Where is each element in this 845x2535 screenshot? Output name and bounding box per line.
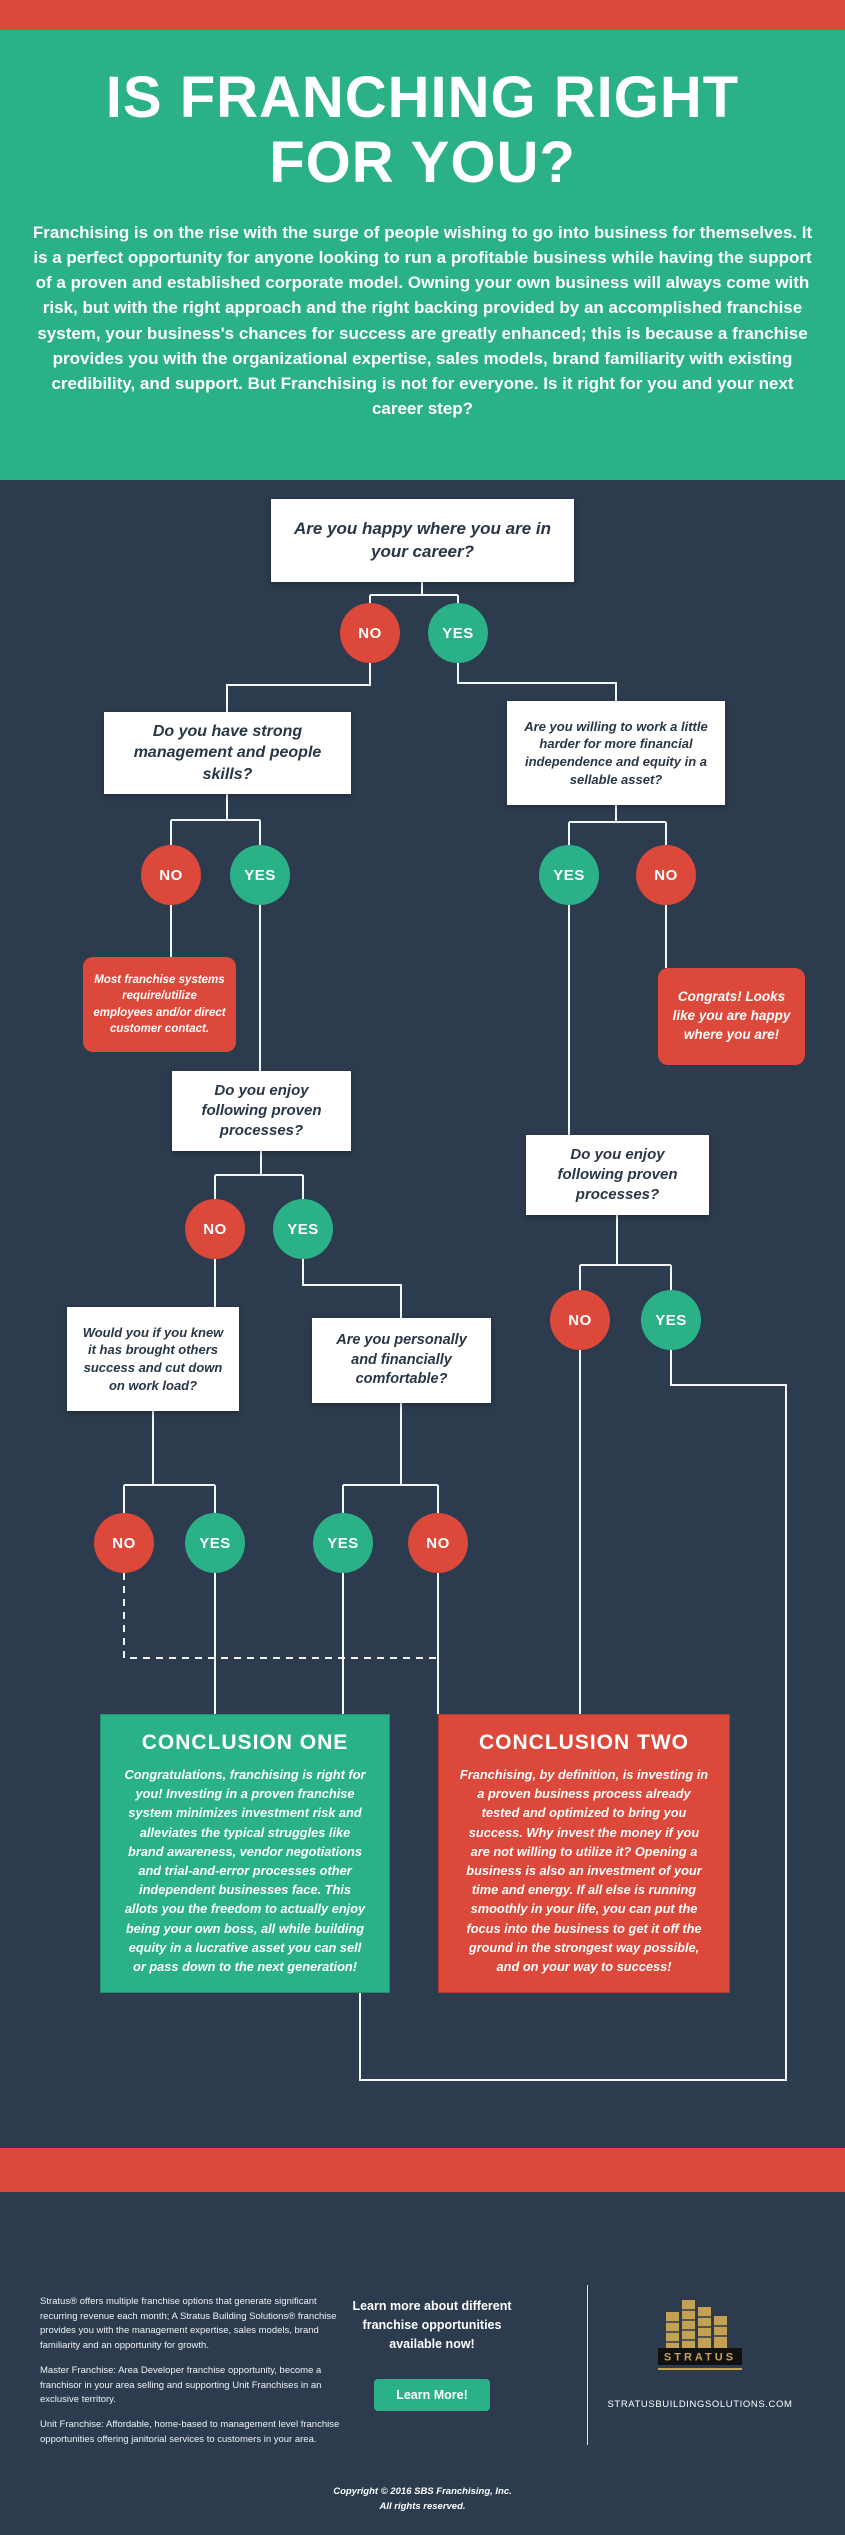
smallprint-master-franchise: Master Franchise: Area Developer franchi… — [40, 2364, 322, 2406]
footer-brand: STRATUS STRATUSBUILDINGSOLUTIONS.COM — [600, 2292, 800, 2410]
no-circle: NO — [550, 1290, 610, 1350]
question-work-harder: Are you willing to work a little harder … — [507, 701, 725, 805]
copyright: Copyright © 2016 SBS Franchising, Inc. A… — [0, 2484, 845, 2514]
conclusion-one-box: CONCLUSION ONE Congratulations, franchis… — [100, 1714, 390, 1994]
page-title-line1: IS FRANCHING RIGHT — [105, 65, 740, 130]
note-congrats: Congrats! Looks like you are happy where… — [658, 968, 805, 1065]
no-circle: NO — [408, 1513, 468, 1573]
copyright-line-1: Copyright © 2016 SBS Franchising, Inc. — [333, 2486, 512, 2497]
flow-connectors — [123, 582, 787, 2081]
no-circle: NO — [141, 845, 201, 905]
stratus-logo-icon: STRATUS — [658, 2300, 742, 2370]
conclusion-two-box: CONCLUSION TWO Franchising, by definitio… — [438, 1714, 730, 1994]
no-circle: NO — [636, 845, 696, 905]
footer-smallprint: Stratus® offers multiple franchise optio… — [40, 2295, 340, 2457]
intro-paragraph: Franchising is on the rise with the surg… — [32, 222, 813, 418]
website-url: STRATUSBUILDINGSOLUTIONS.COM — [607, 2399, 793, 2410]
cta-text: Learn more about different franchise opp… — [352, 2299, 512, 2351]
yes-circle: YES — [313, 1513, 373, 1573]
note-employees-required: Most franchise systems require/utilize e… — [83, 957, 236, 1052]
no-circle: NO — [94, 1513, 154, 1573]
smallprint-unit-franchise: Unit Franchise: Affordable, home-based t… — [40, 2419, 340, 2445]
yes-circle: YES — [273, 1199, 333, 1259]
conclusion-one-title: CONCLUSION ONE — [141, 1731, 349, 1754]
page-title-line2: FOR YOU? — [269, 129, 576, 195]
conclusion-two-body: Franchising, by definition, is investing… — [459, 1767, 709, 1974]
conclusion-two-title: CONCLUSION TWO — [479, 1731, 689, 1754]
copyright-line-2: All rights reserved. — [379, 2501, 466, 2513]
yes-circle: YES — [185, 1513, 245, 1573]
question-brought-success: Would you if you knew it has brought oth… — [67, 1307, 239, 1411]
no-circle: NO — [185, 1199, 245, 1259]
question-career: Are you happy where you are in your care… — [271, 499, 574, 582]
learn-more-button[interactable]: Learn More! — [374, 2379, 490, 2412]
yes-circle: YES — [641, 1290, 701, 1350]
page-title: IS FRANCHING RIGHT FOR YOU? — [0, 65, 845, 196]
bottom-accent-bar — [0, 2148, 845, 2192]
question-management-skills: Do you have strong management and people… — [104, 712, 351, 794]
yes-circle: YES — [428, 603, 488, 663]
conclusion-one-body: Congratulations, franchising is right fo… — [124, 1767, 366, 1974]
question-financially-comfortable: Are you personally and financially comfo… — [312, 1318, 491, 1403]
question-proven-processes-right: Do you enjoy following proven processes? — [526, 1135, 709, 1215]
footer-divider — [587, 2285, 588, 2445]
yes-circle: YES — [230, 845, 290, 905]
question-proven-processes-left: Do you enjoy following proven processes? — [172, 1071, 351, 1151]
footer-cta: Learn more about different franchise opp… — [352, 2297, 512, 2412]
stratus-logo-wordmark: STRATUS — [664, 2352, 736, 2364]
header: IS FRANCHING RIGHT FOR YOU? Franchising … — [0, 30, 845, 480]
no-circle: NO — [340, 603, 400, 663]
top-accent-bar — [0, 0, 845, 30]
smallprint-intro: Stratus® offers multiple franchise optio… — [40, 2296, 337, 2352]
yes-circle: YES — [539, 845, 599, 905]
